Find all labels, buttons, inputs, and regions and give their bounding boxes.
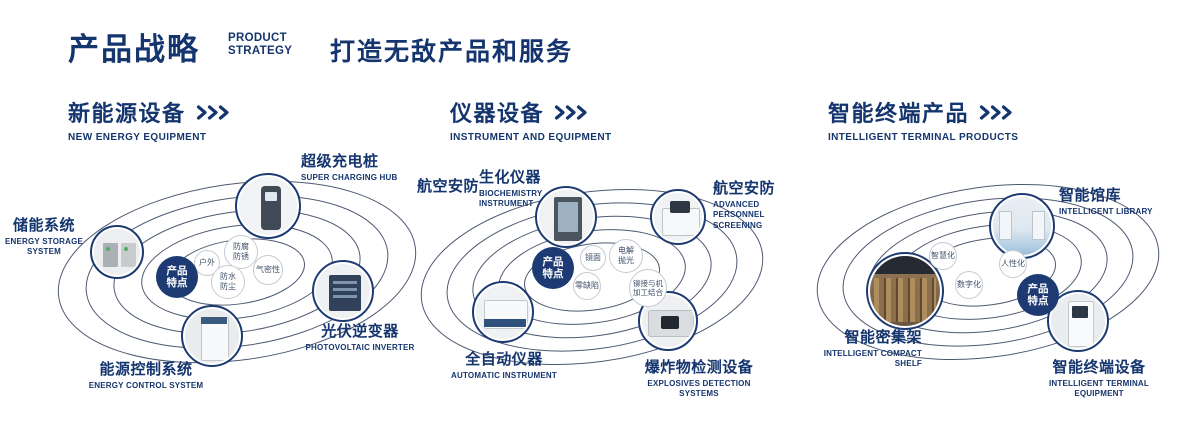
label-super-charging-hub: 超级充电桩 SUPER CHARGING HUB — [301, 150, 413, 183]
section-title-instruments: 仪器设备 — [450, 101, 545, 126]
label-aviation-security: 航空安防 — [417, 175, 479, 196]
label-compact-shelf: 智能密集架 INTELLIGENT COMPACT SHELF — [822, 326, 922, 370]
product-name-en: ENERGY CONTROL SYSTEM — [88, 381, 204, 390]
biochemistry-image — [539, 190, 593, 244]
screening-image — [654, 193, 702, 241]
product-energy-control-system — [181, 305, 243, 367]
section-header-instruments: 仪器设备 INSTRUMENT AND EQUIPMENT — [450, 96, 611, 143]
chevrons-icon — [979, 104, 1015, 120]
section-title-new-energy: 新能源设备 — [68, 101, 186, 126]
section-header-new-energy: 新能源设备 NEW ENERGY EQUIPMENT — [68, 96, 232, 143]
feature-bubble-riveting-machining: 铆接与机加工结合 — [629, 269, 667, 307]
label-intelligent-library: 智能馆库 INTELLIGENT LIBRARY — [1059, 184, 1169, 217]
label-biochemistry-instrument: 生化仪器 BIOCHEMISTRY INSTRUMENT — [479, 166, 591, 210]
product-super-charging-hub — [235, 173, 301, 239]
tagline: 打造无敌产品和服务 — [330, 38, 574, 66]
aviation-security-label: 航空安防 — [417, 178, 480, 195]
feature-bubble-humanized: 人性化 — [999, 250, 1027, 278]
intelligent-library-image — [993, 197, 1051, 255]
explosives-detection-image — [642, 295, 694, 347]
label-explosives-detection: 爆炸物检测设备 EXPLOSIVES DETECTION SYSTEMS — [630, 356, 768, 400]
feature-bubble-anticorrosion: 防腐防锈 — [224, 235, 258, 269]
inverter-image — [316, 264, 370, 318]
product-name-en: INTELLIGENT LIBRARY — [1059, 207, 1153, 216]
product-explosives-detection — [638, 291, 698, 351]
feature-bubble-airtight: 气密性 — [253, 255, 283, 285]
product-name-en: AUTOMATIC INSTRUMENT — [451, 371, 557, 380]
product-biochemistry-instrument — [535, 186, 597, 248]
product-name: 航空安防 — [713, 180, 776, 197]
product-name: 储能系统 — [12, 217, 75, 234]
product-name: 智能终端设备 — [1052, 359, 1146, 376]
product-features-badge: 产品特点 — [156, 256, 198, 298]
section-title-terminal: 智能终端产品 — [828, 101, 970, 126]
product-name: 能源控制系统 — [99, 361, 193, 378]
section-subtitle-instruments: INSTRUMENT AND EQUIPMENT — [450, 132, 612, 143]
label-energy-control-system: 能源控制系统 ENERGY CONTROL SYSTEM — [84, 358, 208, 391]
product-features-badge: 产品特点 — [532, 247, 574, 289]
page-title-en-line1: PRODUCT — [228, 32, 287, 44]
product-name: 超级充电桩 — [301, 153, 379, 170]
automatic-instrument-image — [476, 285, 530, 339]
label-personnel-screening: 航空安防 ADVANCED PERSONNEL SCREENING — [713, 177, 813, 231]
product-name: 生化仪器 — [479, 169, 542, 186]
feature-bubble-digital: 数字化 — [955, 271, 983, 299]
product-name: 爆炸物检测设备 — [644, 359, 754, 376]
feature-bubble-mirror: 镜面 — [580, 245, 606, 271]
product-name-en: SUPER CHARGING HUB — [301, 173, 398, 182]
chevrons-icon — [554, 104, 590, 120]
section-subtitle-new-energy: NEW ENERGY EQUIPMENT — [68, 132, 207, 143]
product-intelligent-library — [989, 193, 1055, 259]
label-energy-storage: 储能系统 ENERGY STORAGE SYSTEM — [0, 214, 88, 258]
product-name-en: BIOCHEMISTRY INSTRUMENT — [479, 189, 543, 209]
product-name-en: EXPLOSIVES DETECTION SYSTEMS — [647, 379, 751, 399]
product-name: 全自动仪器 — [465, 351, 543, 368]
section-subtitle-terminal: INTELLIGENT TERMINAL PRODUCTS — [828, 132, 1019, 143]
section-header-terminal: 智能终端产品 INTELLIGENT TERMINAL PRODUCTS — [828, 96, 1018, 143]
label-photovoltaic-inverter: 光伏逆变器 PHOTOVOLTAIC INVERTER — [304, 320, 416, 353]
product-energy-storage — [90, 225, 144, 279]
charging-hub-image — [239, 177, 297, 235]
product-name: 智能馆库 — [1059, 187, 1122, 204]
product-photovoltaic-inverter — [312, 260, 374, 322]
compact-shelf-image — [870, 256, 940, 326]
label-automatic-instrument: 全自动仪器 AUTOMATIC INSTRUMENT — [446, 348, 562, 381]
product-personnel-screening — [650, 189, 706, 245]
product-name-en: INTELLIGENT COMPACT SHELF — [823, 349, 922, 369]
product-name: 智能密集架 — [844, 329, 922, 346]
label-terminal-equipment: 智能终端设备 INTELLIGENT TERMINAL EQUIPMENT — [1028, 356, 1170, 400]
page-title-en: PRODUCT STRATEGY — [228, 32, 292, 57]
page-title: 产品战略 — [68, 32, 200, 67]
page-title-en-line2: STRATEGY — [228, 44, 293, 57]
product-compact-shelf — [866, 252, 944, 330]
feature-bubble-waterproof: 防水防尘 — [211, 265, 245, 299]
feature-bubble-intelligent: 智慧化 — [929, 242, 957, 270]
product-automatic-instrument — [472, 281, 534, 343]
product-name-en: ADVANCED PERSONNEL SCREENING — [713, 200, 765, 230]
control-system-image — [185, 309, 239, 363]
product-name-en: ENERGY STORAGE SYSTEM — [4, 237, 84, 257]
feature-bubble-zero-defect: 零缺陷 — [573, 272, 601, 300]
terminal-kiosk-image — [1051, 294, 1105, 348]
energy-storage-image — [94, 229, 140, 275]
chevrons-icon — [196, 104, 232, 120]
feature-bubble-electropolish: 电解抛光 — [609, 239, 643, 273]
product-name-en: INTELLIGENT TERMINAL EQUIPMENT — [1049, 379, 1149, 399]
product-name-en: PHOTOVOLTAIC INVERTER — [305, 343, 415, 352]
product-features-badge: 产品特点 — [1017, 274, 1059, 316]
product-name: 光伏逆变器 — [321, 323, 399, 340]
